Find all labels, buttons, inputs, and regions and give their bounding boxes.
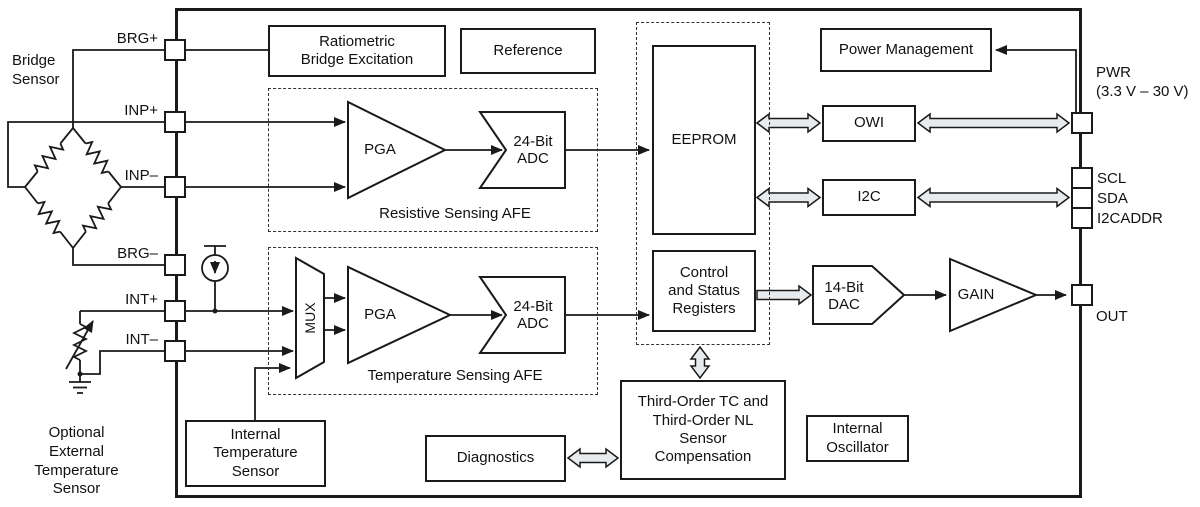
- power-management-block: Power Management: [820, 28, 992, 72]
- mux-shape: [295, 256, 325, 380]
- pin-sda: [1071, 187, 1093, 209]
- pin-label-inp-plus: INP+: [124, 102, 158, 119]
- adc2-pentagon: [478, 276, 566, 354]
- diagnostics-block: Diagnostics: [425, 435, 566, 482]
- pin-label-int-plus: INT+: [125, 291, 158, 308]
- pin-i2caddr: [1071, 207, 1093, 229]
- gain-label: GAIN: [957, 286, 995, 304]
- pga2-label: PGA: [364, 306, 396, 324]
- pin-brg-plus: [164, 39, 186, 61]
- pin-label-i2caddr: I2CADDR: [1097, 210, 1163, 227]
- owi-pwr-arrow: [916, 112, 1071, 134]
- internal-wires: [186, 45, 1077, 420]
- i2c-pins-arrow: [916, 187, 1071, 208]
- pga1-label: PGA: [364, 141, 396, 159]
- pin-label-brg-plus: BRG+: [116, 30, 158, 47]
- owi-block: OWI: [822, 105, 916, 142]
- pin-label-scl: SCL: [1097, 170, 1127, 187]
- pga1-triangle: [347, 100, 448, 200]
- pin-inp-minus: [164, 176, 186, 198]
- pin-scl: [1071, 167, 1093, 189]
- pin-pwr: [1071, 112, 1093, 134]
- dac-label: 14-Bit DAC: [824, 278, 864, 313]
- eeprom-block: EEPROM: [652, 45, 756, 235]
- adc1-pentagon: [478, 111, 566, 189]
- gain-triangle: [949, 257, 1039, 333]
- temperature-afe-label: Temperature Sensing AFE: [367, 367, 543, 385]
- ground-icon: [69, 381, 91, 394]
- pin-int-plus: [164, 300, 186, 322]
- memory-group: [636, 22, 770, 345]
- control-comp-arrow: [689, 345, 711, 380]
- pin-out: [1071, 284, 1093, 306]
- pin-brg-minus: [164, 254, 186, 276]
- temperature-afe-group: [268, 247, 598, 395]
- ratiometric-bridge-excitation-block: Ratiometric Bridge Excitation: [268, 25, 446, 77]
- optional-external-temp-label: Optional External Temperature Sensor: [34, 424, 119, 498]
- resistive-afe-group: [268, 88, 598, 232]
- pin-int-minus: [164, 340, 186, 362]
- chip-outline: [175, 8, 1082, 498]
- adc1-label: 24-Bit ADC: [513, 132, 553, 167]
- internal-temperature-sensor-block: Internal Temperature Sensor: [185, 420, 326, 487]
- pin-label-sda: SDA: [1097, 190, 1128, 207]
- bus-arrows: [566, 112, 1071, 469]
- i2c-block: I2C: [822, 179, 916, 216]
- thermistor-symbol: [65, 311, 94, 394]
- pin-label-brg-minus: BRG–: [117, 245, 158, 262]
- mux-label: MUX: [302, 302, 318, 334]
- pin-label-out: OUT: [1096, 308, 1128, 325]
- pin-label-inp-minus: INP–: [124, 167, 158, 184]
- control-dac-arrow: [756, 284, 813, 306]
- control-status-registers-block: Control and Status Registers: [652, 250, 756, 332]
- bridge-sensor-label: Bridge Sensor: [12, 52, 60, 88]
- external-wires: [7, 49, 164, 375]
- diagnostics-comp-arrow: [566, 447, 620, 469]
- resistive-afe-label: Resistive Sensing AFE: [379, 205, 531, 223]
- pin-label-pwr: PWR (3.3 V – 30 V): [1096, 64, 1189, 100]
- pin-label-int-minus: INT–: [125, 331, 158, 348]
- bridge-sensor-symbol: [24, 127, 122, 249]
- compensation-block: Third-Order TC and Third-Order NL Sensor…: [620, 380, 786, 480]
- dac-pentagon: [812, 265, 906, 325]
- reference-block: Reference: [460, 28, 596, 74]
- pga2-triangle: [347, 265, 453, 365]
- pin-inp-plus: [164, 111, 186, 133]
- adc2-label: 24-Bit ADC: [513, 297, 553, 332]
- internal-oscillator-block: Internal Oscillator: [806, 415, 909, 462]
